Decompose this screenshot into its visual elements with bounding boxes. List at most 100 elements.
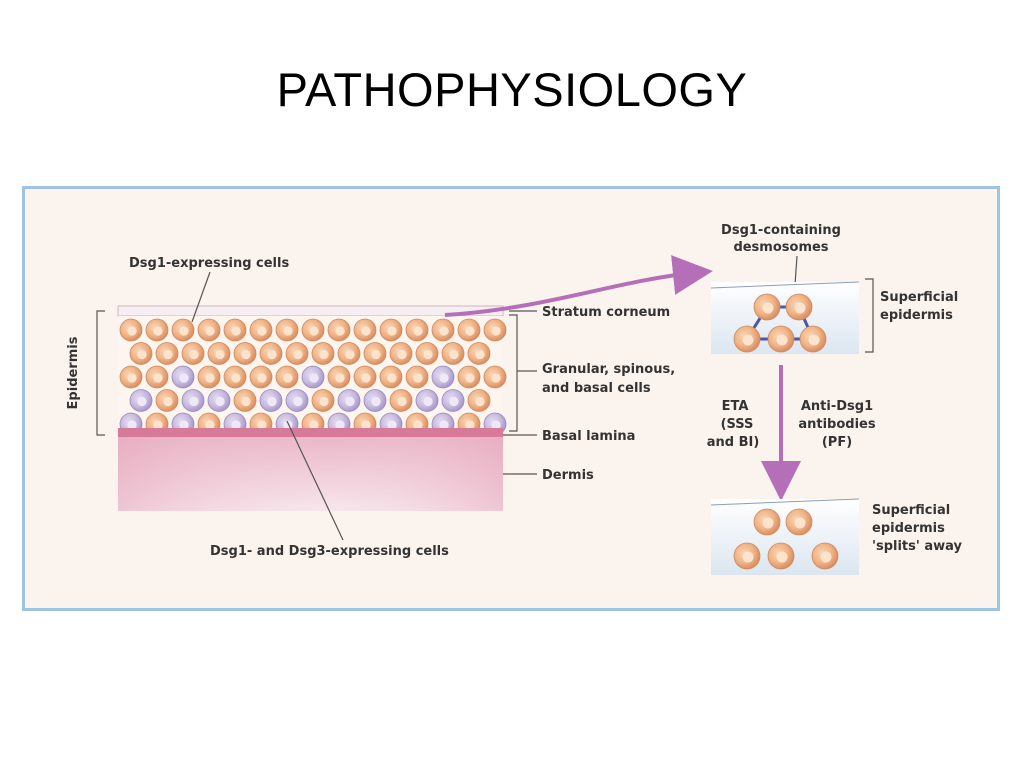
- granular-label-line2: and basal cells: [542, 381, 651, 396]
- cell-nucleus: [491, 420, 501, 430]
- zoom-arrow: [444, 255, 713, 317]
- cell-nucleus: [776, 334, 788, 346]
- cell-nucleus: [491, 326, 501, 336]
- cell-nucleus: [475, 349, 485, 360]
- cell-nucleus: [335, 326, 345, 336]
- cell-nucleus: [820, 551, 832, 563]
- cell-nucleus: [137, 396, 147, 407]
- desmosomes-label-line1: Dsg1-containing: [721, 223, 841, 238]
- cell-nucleus: [179, 373, 189, 383]
- eta-label-line1: ETA: [722, 399, 749, 414]
- cell-nucleus: [267, 396, 277, 407]
- cell-nucleus: [742, 551, 754, 563]
- cell-nucleus: [257, 326, 267, 336]
- anti-dsg1-label-line2: antibodies: [798, 417, 876, 432]
- cell-nucleus: [293, 349, 303, 360]
- cell-nucleus: [361, 326, 371, 336]
- cell-nucleus: [153, 420, 163, 430]
- cell-nucleus: [179, 420, 189, 430]
- cell-nucleus: [361, 420, 371, 430]
- cell-nucleus: [397, 396, 407, 407]
- cell-nucleus: [387, 420, 397, 430]
- cell-nucleus: [127, 326, 137, 336]
- cell-nucleus: [267, 349, 277, 360]
- cell-nucleus: [423, 349, 433, 360]
- cell-nucleus: [413, 373, 423, 383]
- dsg1-cells-leader: [191, 271, 211, 323]
- cell-nucleus: [413, 326, 423, 336]
- cell-nucleus: [179, 326, 189, 336]
- cell-nucleus: [257, 373, 267, 383]
- cell-nucleus: [283, 326, 293, 336]
- cell-nucleus: [241, 396, 251, 407]
- basal-lamina-layer: [118, 428, 503, 437]
- cell-nucleus: [205, 373, 215, 383]
- inset-bottom-cells: [733, 508, 839, 570]
- slide-title: PATHOPHYSIOLOGY: [276, 63, 748, 116]
- cell-nucleus: [309, 420, 319, 430]
- cell-nucleus: [762, 302, 774, 314]
- cell-nucleus: [153, 373, 163, 383]
- cell-nucleus: [189, 349, 199, 360]
- layer-leaders: [503, 310, 537, 475]
- cell-nucleus: [491, 373, 501, 383]
- dsg1-cells-label: Dsg1-expressing cells: [129, 256, 289, 271]
- cell-nucleus: [449, 396, 459, 407]
- cell-nucleus: [361, 373, 371, 383]
- splits-away-label-line2: epidermis: [872, 521, 945, 536]
- cell-nucleus: [465, 420, 475, 430]
- cell-nucleus: [205, 420, 215, 430]
- inset-top: Dsg1-containing desmosomes Superficial e…: [710, 223, 958, 354]
- anti-dsg1-label-line1: Anti-Dsg1: [801, 399, 873, 414]
- cell-nucleus: [423, 396, 433, 407]
- cell-nucleus: [794, 302, 806, 314]
- cell-nucleus: [808, 334, 820, 346]
- inset-top-cells: [733, 293, 827, 353]
- cell-nucleus: [397, 349, 407, 360]
- desmosomes-label-line2: desmosomes: [733, 240, 828, 255]
- cell-nucleus: [215, 396, 225, 407]
- superficial-epidermis-label-line1: Superficial: [880, 290, 958, 305]
- cell-nucleus: [241, 349, 251, 360]
- cell-nucleus: [189, 396, 199, 407]
- dsg1-dsg3-cells-leader: [286, 420, 344, 541]
- basal-lamina-label: Basal lamina: [542, 429, 635, 444]
- cell-nucleus: [475, 396, 485, 407]
- desmosomes-leader: [794, 255, 798, 286]
- cell-nucleus: [387, 326, 397, 336]
- cell-nucleus: [776, 551, 788, 563]
- epidermis-label: Epidermis: [66, 336, 81, 409]
- epidermal-cell-grid: [119, 318, 507, 436]
- cell-nucleus: [465, 373, 475, 383]
- cell-nucleus: [309, 326, 319, 336]
- eta-label-line2: (SSS: [721, 417, 754, 432]
- cell-nucleus: [163, 396, 173, 407]
- inset-bottom: Superficial epidermis 'splits' away: [710, 498, 963, 575]
- cell-nucleus: [309, 373, 319, 383]
- cell-nucleus: [742, 334, 754, 346]
- cell-nucleus: [439, 420, 449, 430]
- cell-nucleus: [137, 349, 147, 360]
- splits-away-label-line3: 'splits' away: [872, 539, 963, 554]
- cell-nucleus: [231, 420, 241, 430]
- cell-nucleus: [387, 373, 397, 383]
- cell-nucleus: [345, 349, 355, 360]
- cell-nucleus: [257, 420, 267, 430]
- cell-nucleus: [335, 373, 345, 383]
- cell-nucleus: [794, 517, 806, 529]
- cell-nucleus: [465, 326, 475, 336]
- cell-nucleus: [153, 326, 163, 336]
- cell-nucleus: [231, 373, 241, 383]
- cell-nucleus: [449, 349, 459, 360]
- cell-nucleus: [335, 420, 345, 430]
- skin-section: [117, 305, 507, 511]
- cell-nucleus: [371, 396, 381, 407]
- cell-nucleus: [293, 396, 303, 407]
- dsg1-dsg3-cells-label: Dsg1- and Dsg3-expressing cells: [210, 544, 449, 559]
- pathophysiology-figure: Epidermis Stratum corneum Granular, spin…: [22, 186, 1000, 611]
- diagram-canvas: Epidermis Stratum corneum Granular, spin…: [66, 223, 963, 575]
- superficial-epidermis-label-line2: epidermis: [880, 308, 953, 323]
- cell-nucleus: [371, 349, 381, 360]
- cell-nucleus: [231, 326, 241, 336]
